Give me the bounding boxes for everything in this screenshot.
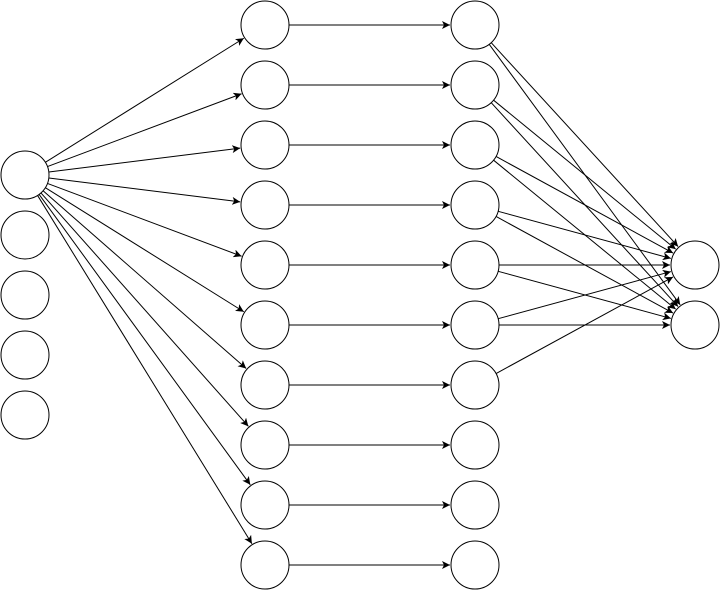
edge-in-0-to-h1-3 <box>48 177 241 205</box>
node-h1-8 <box>240 480 290 530</box>
edge-in-0-to-h1-2 <box>48 145 241 173</box>
node-h1-3 <box>240 180 290 230</box>
edge-in-0-to-h1-1 <box>47 92 242 168</box>
node-h1-5 <box>240 300 290 350</box>
node-h2-1 <box>450 60 500 110</box>
edge-in-0-to-h1-8 <box>38 194 251 486</box>
node-in-1 <box>0 210 50 260</box>
edge-h2-6-to-out-0 <box>495 276 674 374</box>
edge-h2-2-to-out-0 <box>495 156 674 254</box>
node-h2-8 <box>450 480 500 530</box>
edges-layer <box>37 21 681 569</box>
node-h1-2 <box>240 120 290 170</box>
node-h1-1 <box>240 60 290 110</box>
node-h1-4 <box>240 240 290 290</box>
node-in-4 <box>0 390 50 440</box>
node-h2-5 <box>450 300 500 350</box>
node-h1-6 <box>240 360 290 410</box>
node-h2-4 <box>450 240 500 290</box>
node-h2-3 <box>450 180 500 230</box>
node-h2-0 <box>450 0 500 50</box>
edge-in-0-to-h1-9 <box>37 195 253 544</box>
node-h1-9 <box>240 540 290 590</box>
edge-h2-5-to-out-0 <box>498 269 672 320</box>
node-h2-7 <box>450 420 500 470</box>
edge-in-0-to-h1-7 <box>40 192 249 427</box>
node-h1-7 <box>240 420 290 470</box>
node-in-3 <box>0 330 50 380</box>
node-h2-9 <box>450 540 500 590</box>
node-out-1 <box>670 300 720 350</box>
edge-in-0-to-h1-4 <box>47 182 242 258</box>
edge-h2-0-to-out-0 <box>490 42 679 247</box>
node-h1-0 <box>240 0 290 50</box>
node-in-2 <box>0 270 50 320</box>
edge-in-0-to-h1-5 <box>45 187 245 313</box>
node-h2-2 <box>450 120 500 170</box>
edge-h2-1-to-out-0 <box>493 99 676 250</box>
node-in-0 <box>0 150 50 200</box>
edge-in-0-to-h1-0 <box>45 37 245 163</box>
edge-h2-3-to-out-0 <box>498 210 672 261</box>
node-h2-6 <box>450 360 500 410</box>
node-out-0 <box>670 240 720 290</box>
edge-in-0-to-h1-6 <box>42 190 247 369</box>
